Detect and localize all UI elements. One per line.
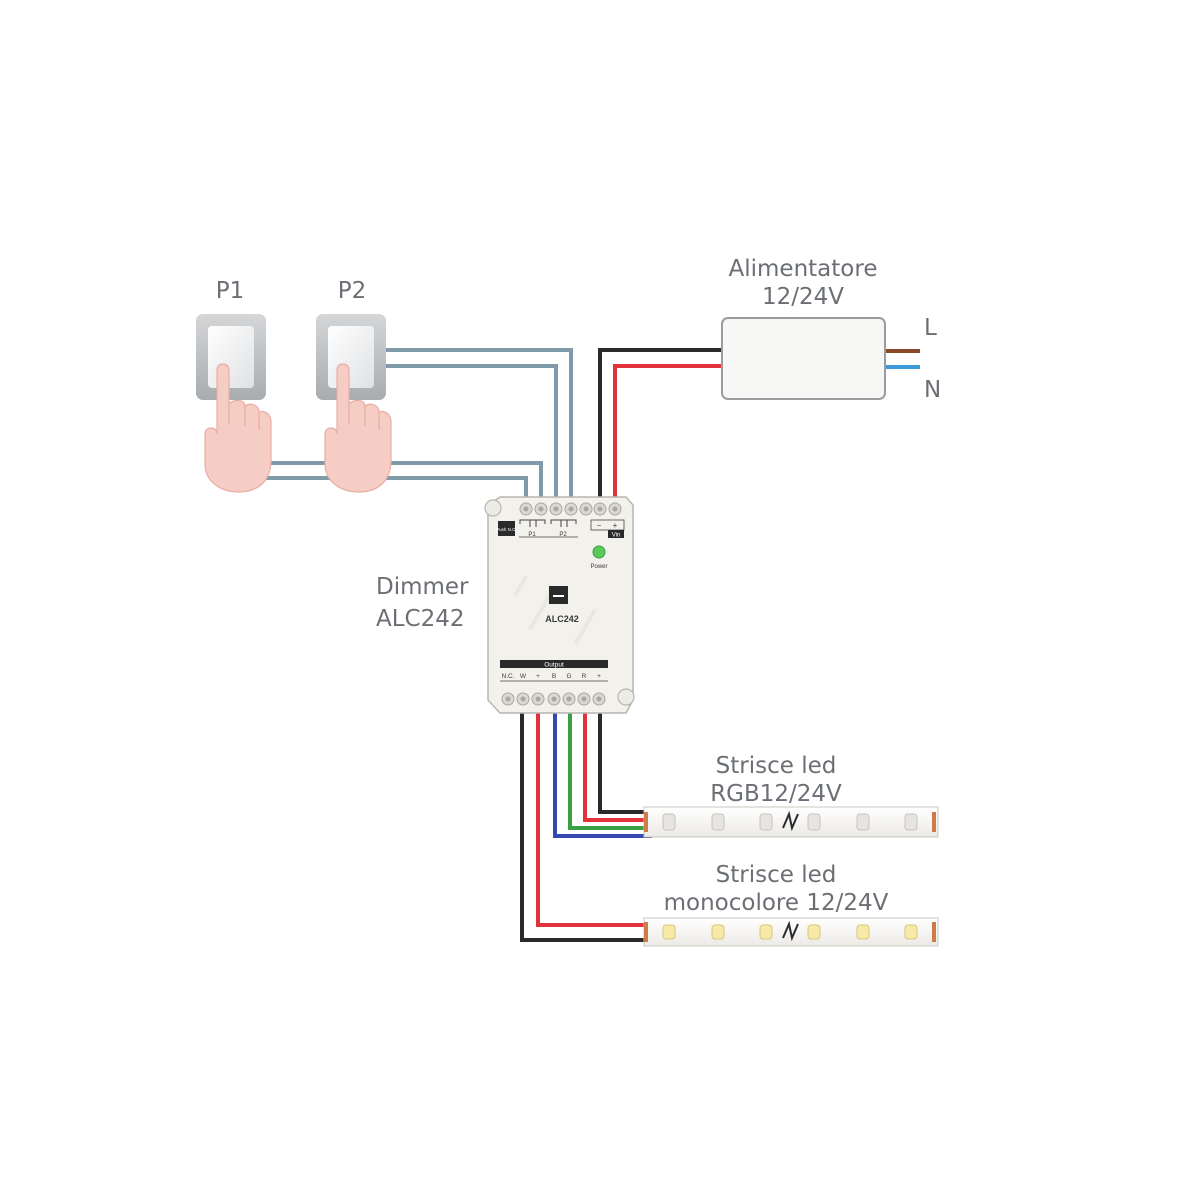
vin-minus: − <box>597 521 602 530</box>
label-live: L <box>924 315 937 341</box>
vin-label: Vin <box>612 533 621 539</box>
push-button-p1 <box>196 314 272 493</box>
power-label: Power <box>590 564 607 570</box>
vin-plus: + <box>613 521 618 530</box>
term-p2: P2 <box>559 532 567 538</box>
cut-mark-icon <box>782 920 799 942</box>
power-wires <box>598 348 920 497</box>
label-dimmer-line1: Dimmer <box>376 574 469 600</box>
mono-led-strip <box>643 917 939 947</box>
bottom-terminals <box>501 692 606 706</box>
label-mono-line2: monocolore 12/24V <box>664 890 889 916</box>
top-terminals <box>519 502 622 516</box>
mono-black-wire <box>520 712 652 942</box>
rgb-red-wire <box>583 712 652 822</box>
rgb-blue-wire <box>553 712 652 838</box>
push-no-tag <box>498 521 515 536</box>
label-dimmer-line2: ALC242 <box>376 606 465 632</box>
term-p1: P1 <box>528 532 536 538</box>
rgb-green-wire <box>568 712 652 830</box>
mono-red-wire <box>536 712 652 927</box>
power-supply <box>721 317 886 400</box>
psu-red-wire <box>613 364 722 497</box>
out-term-r: R <box>582 673 587 680</box>
output-wires <box>520 712 652 942</box>
out-term-plus-1: + <box>536 673 540 680</box>
output-term-labels: N.C. W + B G R + <box>502 673 602 680</box>
signal-wires <box>219 348 573 497</box>
label-psu-line2: 12/24V <box>762 284 844 310</box>
dimmer-model-text: ALC242 <box>545 614 579 624</box>
output-bar <box>500 660 608 668</box>
label-p2: P2 <box>338 278 367 304</box>
p2-wire-a <box>386 348 573 497</box>
out-term-g: G <box>566 673 571 680</box>
push-button-p2 <box>316 314 392 493</box>
label-rgb-line1: Strisce led <box>716 753 837 779</box>
label-rgb-line2: RGB12/24V <box>710 781 842 807</box>
push-no-text: Push N.O. <box>496 527 517 532</box>
rgb-black-wire <box>598 712 652 814</box>
out-term-w: W <box>520 673 527 680</box>
label-neutral: N <box>924 377 941 403</box>
cut-mark-icon <box>782 810 799 832</box>
power-led-icon <box>592 545 606 559</box>
out-term-nc: N.C. <box>502 673 515 680</box>
dimmer-module: Push N.O. P1 P2 − + Vin Power ALC242 Out… <box>484 496 635 714</box>
output-label: Output <box>544 662 564 669</box>
label-psu-line1: Alimentatore <box>729 256 878 282</box>
p2-wire-b <box>386 364 558 497</box>
rgb-led-strip <box>643 806 939 838</box>
out-term-plus-2: + <box>597 673 601 680</box>
label-mono-line1: Strisce led <box>716 862 837 888</box>
label-p1: P1 <box>216 278 245 304</box>
psu-black-wire <box>598 348 722 497</box>
out-term-b: B <box>552 673 556 680</box>
